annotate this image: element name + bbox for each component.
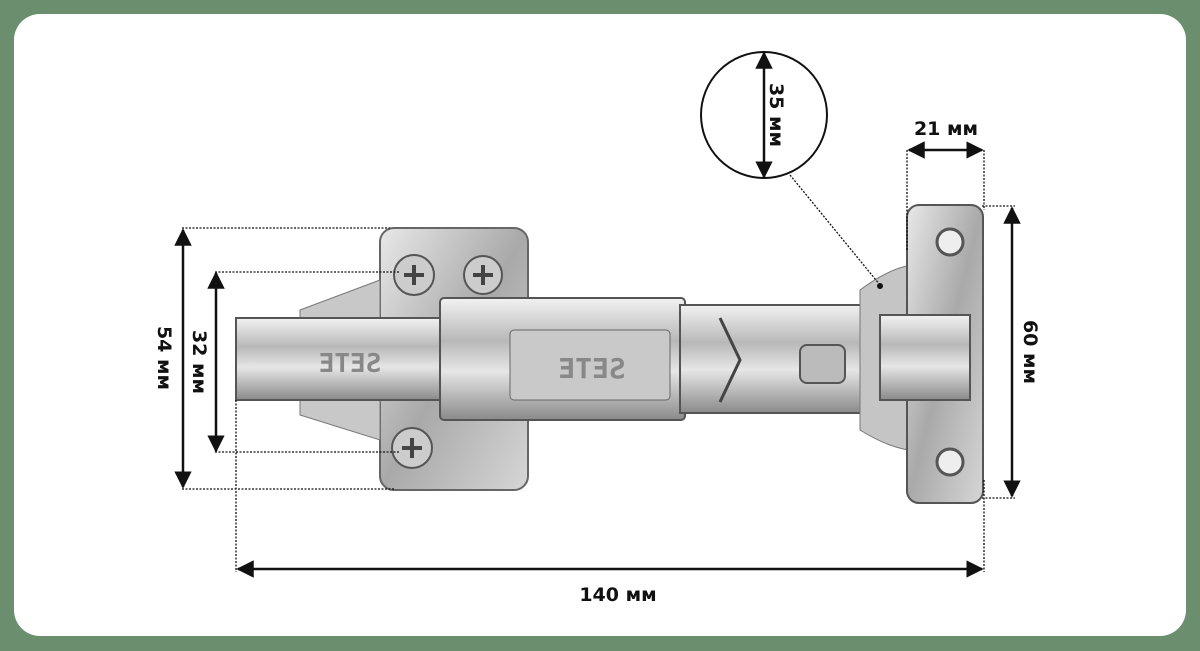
svg-text:SETE: SETE	[558, 352, 625, 385]
svg-text:SETE: SETE	[319, 349, 382, 379]
plate-height-label: 54 мм	[153, 326, 175, 390]
screw-icon	[391, 427, 433, 469]
brand-mark: SETE SETE	[319, 349, 626, 385]
screw-icon	[393, 254, 435, 296]
cup-plate-height-label: 60 мм	[1019, 320, 1041, 384]
cup-plate	[859, 204, 984, 504]
total-length-label: 140 мм	[579, 584, 656, 606]
screw-spacing-label: 32 мм	[188, 330, 210, 394]
cup-depth-label: 21 мм	[914, 118, 978, 140]
cup-diameter-label: 35 мм	[765, 83, 787, 147]
dimension-arrows	[174, 51, 1021, 578]
cup-detail-circle	[700, 51, 828, 179]
callout-dot	[877, 283, 883, 289]
hinge-arm	[235, 297, 891, 421]
extension-lines	[182, 150, 1015, 572]
screw-icon	[463, 255, 503, 295]
